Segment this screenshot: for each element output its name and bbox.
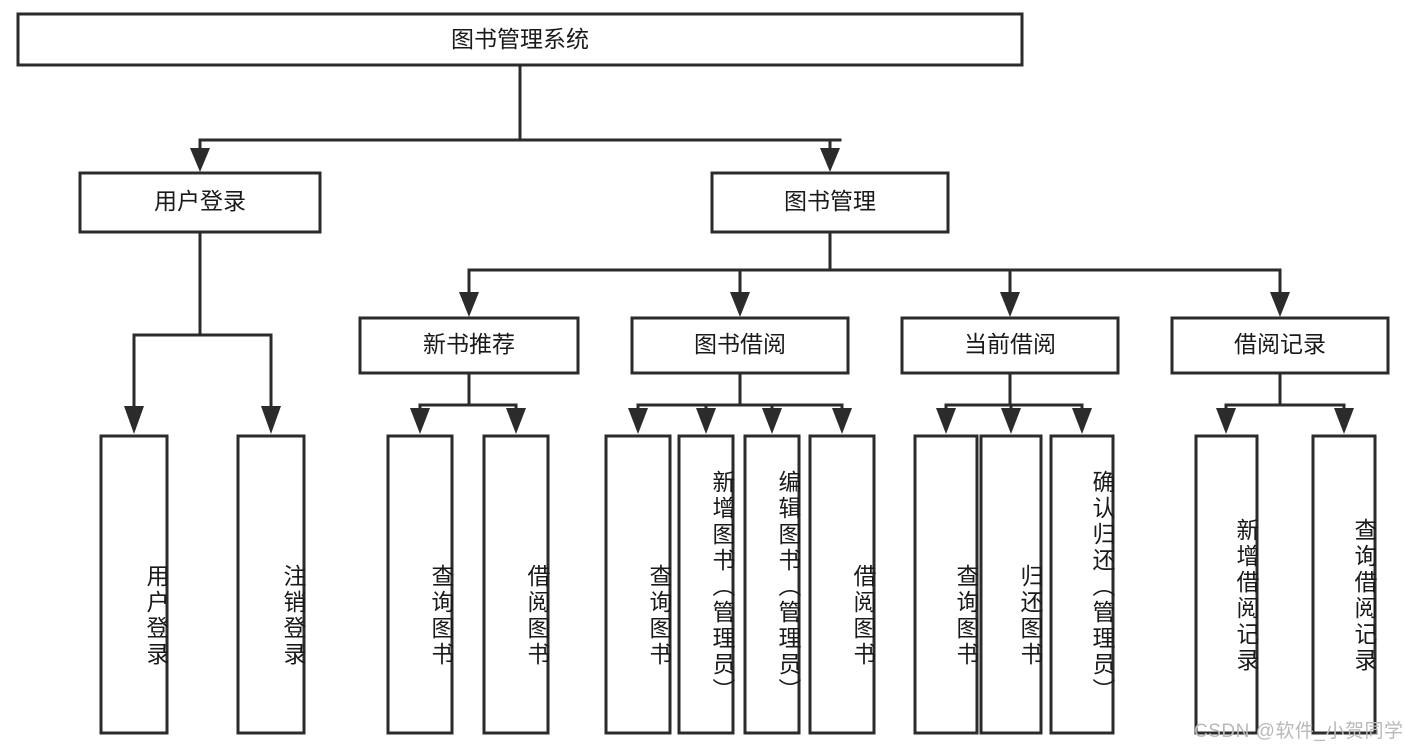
node-book-borrow-box[interactable] (630, 316, 850, 375)
connector-group-borrow-record (1216, 371, 1354, 434)
arrow-head-leaf-return-book (1001, 408, 1021, 434)
arrow-head-book-borrow (730, 292, 750, 317)
node-user-login[interactable]: 用户登录 (78, 171, 322, 234)
connector-group-user-login (124, 230, 281, 434)
arrow-head-leaf-add-borrow-record (1216, 408, 1236, 434)
connector-group-book-manage (459, 230, 1290, 317)
leaf-box-query-book-2[interactable] (604, 434, 672, 735)
connector-group-new-book-recommend (410, 371, 526, 434)
arrow-head-leaf-add-book-admin (696, 408, 716, 434)
node-root-box[interactable] (16, 12, 1024, 67)
node-root-label: 图书管理系统 (451, 26, 589, 52)
arrow-head-borrow-record (1270, 292, 1290, 317)
leaf-box-query-book-3[interactable] (913, 434, 979, 735)
arrow-head-bookmanage (820, 148, 840, 172)
leaf-box-query-borrow-record[interactable] (1311, 434, 1377, 735)
arrow-head-leaf-query-book-1 (410, 408, 430, 434)
leaf-box-confirm-return[interactable] (1049, 434, 1115, 735)
leaf-box-logout[interactable] (236, 434, 306, 735)
node-book-manage-label: 图书管理 (784, 188, 876, 214)
node-user-login-label: 用户登录 (154, 188, 246, 214)
arrow-head-leaf-confirm-return (1072, 408, 1092, 434)
arrow-head-leaf-user-login (124, 406, 144, 434)
connector-group-root (190, 63, 842, 172)
node-book-borrow[interactable]: 图书借阅 (630, 316, 850, 375)
node-book-manage[interactable]: 图书管理 (710, 171, 950, 234)
node-current-borrow[interactable]: 当前借阅 (900, 316, 1120, 375)
csdn-watermark: CSDN @软件_小贺同学 (1194, 721, 1404, 742)
arrow-head-leaf-borrow-book-2 (832, 408, 852, 434)
node-current-borrow-box[interactable] (900, 316, 1120, 375)
node-borrow-record[interactable]: 借阅记录 (1170, 316, 1390, 375)
arrow-head-leaf-logout (261, 406, 281, 434)
leaf-box-user-login[interactable] (99, 434, 169, 735)
leaf-box-edit-book-admin[interactable] (743, 434, 801, 735)
arrow-head-leaf-edit-book-admin (762, 408, 782, 434)
leaf-box-query-book-1[interactable] (386, 434, 454, 735)
node-book-borrow-label: 图书借阅 (694, 331, 786, 357)
node-new-book-recommend-label: 新书推荐 (423, 331, 515, 357)
node-new-book-recommend[interactable]: 新书推荐 (358, 316, 580, 375)
node-borrow-record-label: 借阅记录 (1234, 331, 1326, 357)
node-book-manage-box[interactable] (710, 171, 950, 234)
arrow-head-new-book-recommend (459, 292, 479, 317)
leaf-box-return-book[interactable] (979, 434, 1043, 735)
leaf-box-borrow-book-1[interactable] (482, 434, 550, 735)
node-current-borrow-label: 当前借阅 (964, 331, 1056, 357)
arrow-head-leaf-query-book-3 (936, 408, 956, 434)
connector-group-book-borrow (628, 371, 852, 434)
arrow-head-leaf-borrow-book-1 (506, 408, 526, 434)
node-root[interactable]: 图书管理系统 (16, 12, 1024, 67)
leaf-box-add-book-admin[interactable] (677, 434, 735, 735)
connector-group-current-borrow (936, 371, 1092, 434)
node-borrow-record-box[interactable] (1170, 316, 1390, 375)
arrow-head-leaf-query-book-2 (628, 408, 648, 434)
node-new-book-recommend-box[interactable] (358, 316, 580, 375)
leaf-box-add-borrow-record[interactable] (1194, 434, 1259, 735)
arrow-head-userlogin (190, 148, 210, 172)
arrow-head-current-borrow (1000, 292, 1020, 317)
node-user-login-box[interactable] (78, 171, 322, 234)
arrow-head-leaf-query-borrow-record (1334, 408, 1354, 434)
leaf-box-borrow-book-2[interactable] (808, 434, 876, 735)
